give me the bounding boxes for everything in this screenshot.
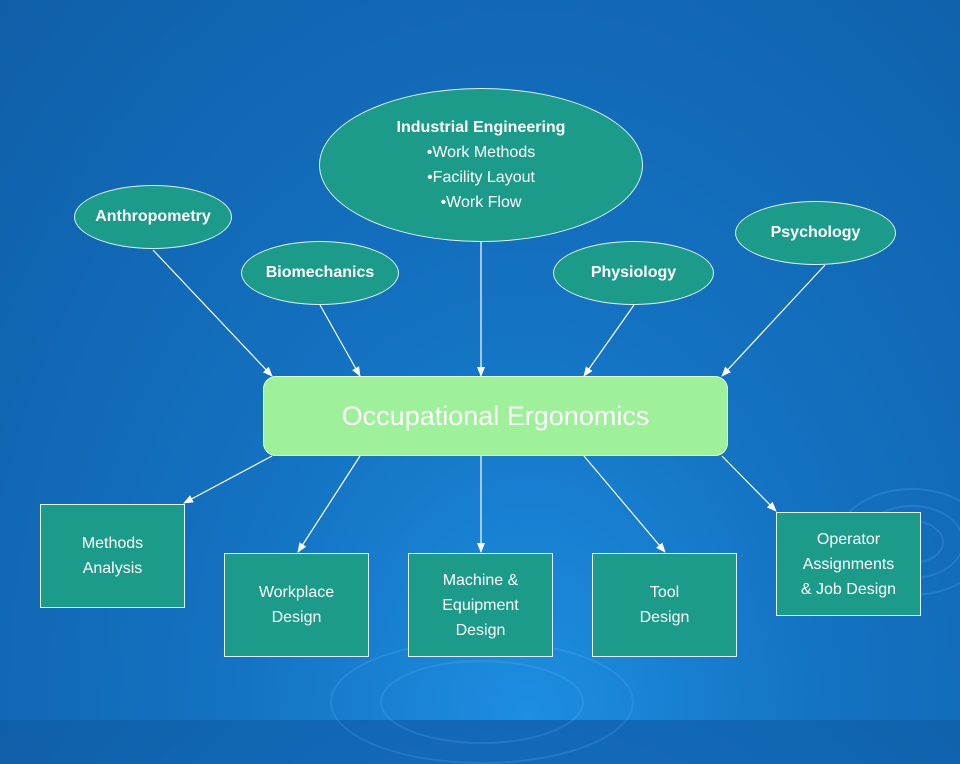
machine-equipment-design-box: Machine & Equipment Design: [408, 553, 553, 657]
ie-item-work-methods: •Work Methods: [426, 144, 536, 161]
biomechanics-label: Biomechanics: [265, 264, 375, 281]
anthropometry-node: Anthropometry: [74, 185, 232, 249]
workplace-design-label: Workplace Design: [258, 584, 335, 626]
operator-assignments-box: Operator Assignments & Job Design: [776, 512, 921, 616]
machine-equipment-design-label: Machine & Equipment Design: [442, 571, 519, 639]
industrial-engineering-node: Industrial Engineering •Work Methods •Fa…: [319, 88, 643, 242]
psychology-label: Psychology: [770, 224, 861, 241]
anthropometry-label: Anthropometry: [95, 208, 211, 225]
tool-design-box: Tool Design: [592, 553, 737, 657]
psychology-node: Psychology: [735, 201, 896, 265]
ie-item-facility-layout: •Facility Layout: [427, 169, 535, 186]
arrow-workplace-design: [297, 455, 361, 553]
methods-analysis-box: Methods Analysis: [40, 504, 185, 608]
industrial-engineering-title: Industrial Engineering: [396, 119, 566, 136]
occupational-ergonomics-label: Occupational Ergonomics: [341, 400, 650, 431]
arrow-tool-design: [583, 455, 666, 553]
arrow-psychology: [721, 264, 826, 377]
physiology-label: Physiology: [590, 264, 677, 281]
arrow-methods-analysis: [183, 455, 273, 504]
connector-arrows: [152, 249, 826, 553]
ie-item-work-flow: •Work Flow: [440, 194, 522, 211]
physiology-node: Physiology: [553, 241, 714, 305]
tool-design-label: Tool Design: [639, 584, 690, 626]
biomechanics-node: Biomechanics: [241, 241, 399, 305]
arrow-operator-assignments: [721, 455, 777, 512]
arrow-biomechanics: [319, 304, 361, 377]
methods-analysis-label: Methods Analysis: [81, 535, 144, 577]
arrow-anthropometry: [152, 249, 273, 377]
occupational-ergonomics-node: Occupational Ergonomics: [263, 376, 728, 456]
workplace-design-box: Workplace Design: [224, 553, 369, 657]
operator-assignments-label: Operator Assignments & Job Design: [800, 530, 897, 598]
arrow-physiology: [583, 304, 635, 377]
